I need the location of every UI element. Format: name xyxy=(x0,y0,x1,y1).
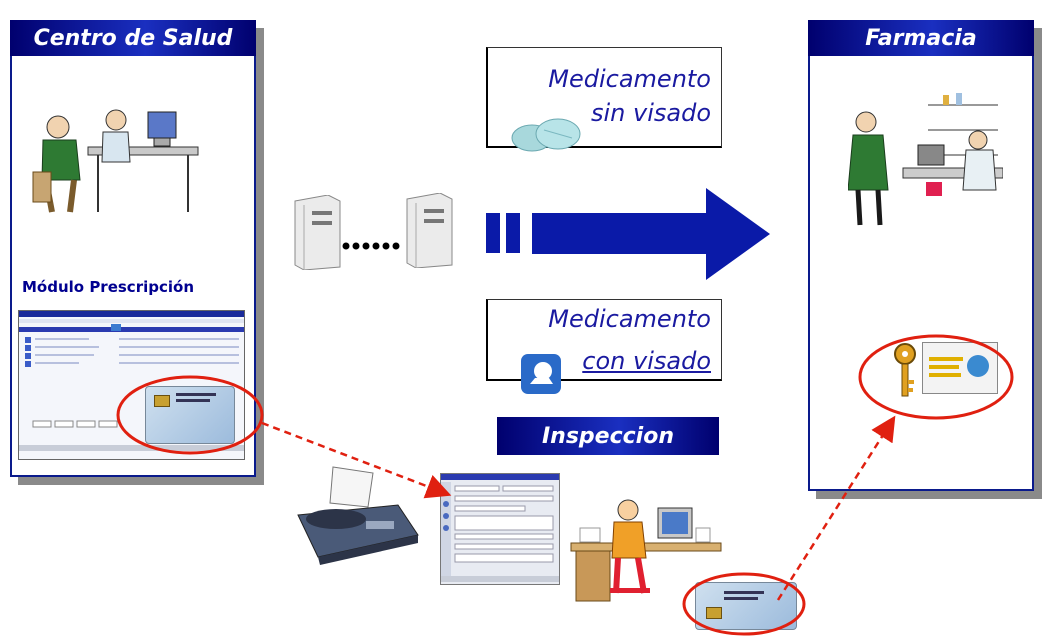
server-left-icon xyxy=(294,195,341,270)
key-icon xyxy=(894,343,916,397)
inspector-worker-illustration xyxy=(570,499,722,602)
con-visado-line2: con visado xyxy=(582,347,711,375)
doctor-patient-illustration xyxy=(32,109,199,213)
left-highlight-ellipse xyxy=(116,375,264,455)
bottom-highlight-ellipse xyxy=(682,572,806,636)
centro-de-salud-title: Centro de Salud xyxy=(10,20,256,56)
modulo-prescripcion-label: Módulo Prescripción xyxy=(22,278,194,296)
sin-visado-line1: Medicamento xyxy=(548,65,711,93)
health-card-bottom xyxy=(695,582,797,630)
network-dots xyxy=(342,242,400,250)
farmacia-panel: Farmacia xyxy=(808,20,1034,491)
flow-arrow xyxy=(486,188,770,280)
pharmacy-illustration xyxy=(848,93,1003,226)
server-right-icon xyxy=(406,193,453,268)
stamp-icon xyxy=(521,354,561,394)
fax-machine-icon xyxy=(297,466,419,565)
sin-visado-line2: sin visado xyxy=(590,99,711,127)
health-card-right xyxy=(922,342,998,394)
right-highlight-ellipse xyxy=(858,334,1014,420)
con-visado-line1: Medicamento xyxy=(548,305,711,333)
pill-icon xyxy=(511,118,581,152)
inspeccion-label: Inspeccion xyxy=(497,417,719,455)
farmacia-title: Farmacia xyxy=(808,20,1034,56)
visado-form-thumbnail xyxy=(440,473,560,585)
health-card-left xyxy=(145,386,235,444)
